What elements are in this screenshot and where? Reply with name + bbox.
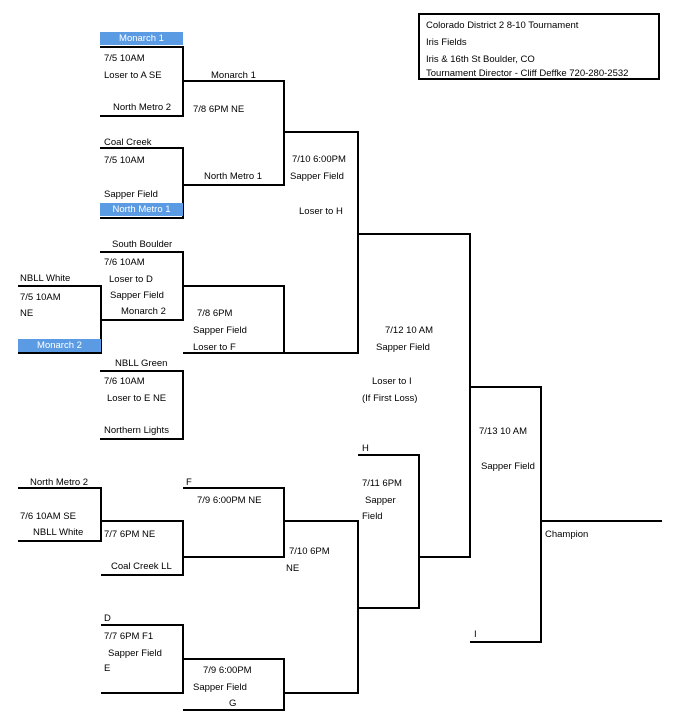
game-p-note: (If First Loss) (362, 393, 418, 404)
game-a-winner: Monarch 1 (211, 70, 256, 81)
game-i-field: Sapper Field (193, 325, 247, 336)
game-k-team-top: F (186, 477, 192, 488)
game-c-field: NE (20, 308, 34, 319)
tournament-location: Iris Fields (426, 37, 467, 48)
game-a-loser-note: Loser to A SE (104, 70, 162, 81)
game-i-datetime: 7/8 6PM (197, 308, 233, 319)
game-a-datetime: 7/5 10AM (104, 53, 145, 64)
champion-label: Champion (545, 529, 589, 540)
game-e-team-bottom: Northern Lights (104, 425, 169, 436)
game-g-team-top: D (104, 613, 111, 624)
game-h-datetime: 7/8 6PM NE (193, 104, 245, 115)
game-g-team-bottom: E (104, 663, 111, 674)
game-g-datetime: 7/7 6PM F1 (104, 631, 154, 642)
game-c-datetime: 7/5 10AM (20, 292, 61, 303)
game-q-field: Sapper Field (481, 461, 535, 472)
game-b-datetime: 7/5 10AM (104, 155, 145, 166)
game-f-team-bottom: NBLL White (33, 527, 84, 538)
game-b-field: Sapper Field (104, 189, 158, 200)
tournament-info-box: Colorado District 2 8-10 Tournament Iris… (418, 13, 660, 80)
tournament-address: Iris & 16th St Boulder, CO (426, 54, 535, 65)
game-m-field: Sapper Field (290, 171, 344, 182)
team-slot-highlighted: Monarch 2 (18, 339, 101, 352)
game-o-field-1: Sapper (365, 495, 396, 506)
game-d-winner: Monarch 2 (121, 306, 166, 317)
game-o-team-top: H (362, 443, 369, 454)
game-i-loser-note: Loser to F (193, 342, 236, 353)
game-k-datetime: 7/9 6:00PM NE (197, 495, 262, 506)
game-n-field: NE (286, 563, 300, 574)
game-o-field-2: Field (362, 511, 383, 522)
game-d-datetime: 7/6 10AM (104, 257, 145, 268)
game-p-field: Sapper Field (376, 342, 430, 353)
game-m-datetime: 7/10 6:00PM (292, 154, 346, 165)
game-d-field: Sapper Field (110, 290, 164, 301)
game-j-datetime: 7/7 6PM NE (104, 529, 156, 540)
game-l-team-bottom: G (229, 698, 237, 709)
game-e-team-top: NBLL Green (115, 358, 168, 369)
game-f-team-top: North Metro 2 (30, 477, 89, 488)
game-g-field: Sapper Field (108, 648, 162, 659)
game-p-datetime: 7/12 10 AM (385, 325, 434, 336)
game-a-team-bottom: North Metro 2 (113, 102, 172, 113)
tournament-director: Tournament Director - Cliff Deffke 720-2… (426, 68, 629, 79)
game-q-datetime: 7/13 10 AM (479, 426, 528, 437)
tournament-title: Colorado District 2 8-10 Tournament (426, 20, 579, 31)
game-d-loser-note: Loser to D (109, 274, 153, 285)
game-p-loser-note: Loser to I (372, 376, 412, 387)
game-d-team-top: South Boulder (112, 239, 173, 250)
game-l-field: Sapper Field (193, 682, 247, 693)
game-q-team-bottom: I (474, 629, 477, 640)
game-j-team-bottom: Coal Creek LL (111, 561, 172, 572)
game-c-team-top: NBLL White (20, 273, 71, 284)
team-slot-highlighted: Monarch 1 (100, 32, 183, 45)
team-slot-highlighted: North Metro 1 (100, 203, 183, 216)
game-n-datetime: 7/10 6PM (289, 546, 330, 557)
game-f-datetime: 7/6 10AM SE (20, 511, 76, 522)
game-b-winner: North Metro 1 (204, 171, 263, 182)
game-e-loser-note: Loser to E NE (107, 393, 167, 404)
game-e-datetime: 7/6 10AM (104, 376, 145, 387)
game-b-team-top: Coal Creek (104, 137, 152, 148)
game-m-loser-note: Loser to H (299, 206, 343, 217)
game-l-datetime: 7/9 6:00PM (203, 665, 252, 676)
game-o-datetime: 7/11 6PM (362, 478, 402, 489)
